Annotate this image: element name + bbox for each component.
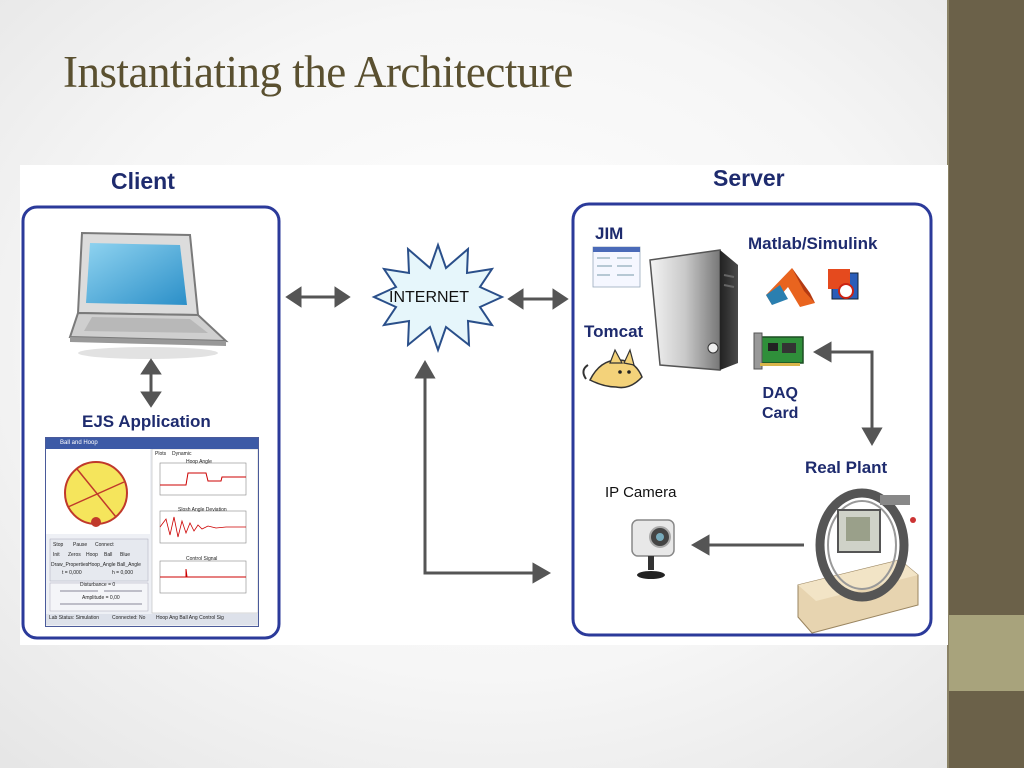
ejs-button-stop[interactable]: Stop — [53, 542, 64, 548]
ejs-button-pause[interactable]: Pause — [73, 542, 88, 548]
ejs-button-ball[interactable]: Ball — [104, 552, 113, 558]
ejs-button-connect[interactable]: Connect — [95, 542, 114, 548]
jim-label: JIM — [595, 224, 624, 243]
ejs-button-zeros[interactable]: Zeros — [68, 552, 81, 558]
architecture-diagram: Client Server EJS Application INTERNET J… — [20, 165, 948, 645]
slide-title: Instantiating the Architecture — [63, 47, 573, 97]
arrow-internet-camera — [414, 359, 552, 584]
ejs-button-hoop[interactable]: Hoop — [86, 552, 98, 558]
arrow-plant-camera — [690, 534, 804, 556]
ejs-param-t: t = 0,000 — [62, 570, 82, 576]
ejs-window-content — [46, 449, 258, 625]
arrow-daq-plant — [812, 341, 883, 447]
ejs-button-init[interactable]: Init — [53, 552, 60, 558]
internet-label: INTERNET — [389, 289, 469, 306]
server-tower-icon — [649, 249, 738, 371]
ip-camera-icon — [631, 519, 675, 579]
server-title: Server — [713, 165, 785, 191]
ejs-param-tab-draw[interactable]: Draw_Properties — [51, 562, 89, 568]
arrow-client-internet — [285, 286, 351, 308]
side-accent-block — [947, 615, 1024, 691]
ejs-status-lab: Lab Status: Simulation — [49, 615, 100, 621]
ejs-param-amplitude: Amplitude = 0,00 — [82, 595, 120, 601]
daq-card-label: DAQ Card — [762, 385, 799, 422]
ejs-plot-title-hoop: Hoop Angle — [186, 459, 212, 465]
ejs-application-window: Ball and Hoop Plots Dynamic Hoop Angle S… — [45, 437, 259, 627]
tomcat-icon — [582, 348, 643, 389]
arrow-internet-server — [507, 288, 569, 310]
ejs-param-tab-ball[interactable]: Ball_Angle — [117, 562, 141, 568]
tomcat-label: Tomcat — [584, 322, 644, 341]
daq-card-icon — [753, 332, 804, 370]
ejs-param-disturbance: Disturbance = 0 — [80, 582, 116, 588]
arrow-laptop-ejs — [140, 358, 162, 408]
simulink-icon — [828, 269, 859, 300]
real-plant-icon — [797, 488, 919, 634]
side-divider — [947, 0, 949, 768]
ejs-tab-dynamic[interactable]: Dynamic — [172, 451, 192, 457]
ejs-application-label: EJS Application — [82, 412, 211, 431]
ejs-button-blue[interactable]: Blue — [120, 552, 131, 558]
real-plant-label: Real Plant — [805, 458, 888, 477]
ejs-status-series: Hoop Ang Ball Ang Control Sig — [156, 615, 224, 621]
client-title: Client — [111, 168, 175, 194]
ejs-plot-title-slosh: Slosh Angle Deviation — [178, 507, 227, 513]
ejs-param-tab-hoop[interactable]: Hoop_Angle — [88, 562, 116, 568]
internet-burst — [371, 241, 505, 354]
ip-camera-label: IP Camera — [605, 484, 677, 501]
matlab-icon — [766, 268, 815, 307]
ejs-status-connected: Connected: No — [112, 615, 146, 621]
ejs-param-h: h = 0,000 — [112, 570, 133, 576]
ejs-window-titlebar: Ball and Hoop — [46, 438, 258, 449]
matlab-simulink-label: Matlab/Simulink — [748, 234, 878, 253]
jim-window-icon — [592, 246, 641, 288]
ejs-tab-plots[interactable]: Plots — [155, 451, 167, 457]
laptop-icon — [68, 231, 229, 359]
ejs-plot-title-control: Control Signal — [186, 556, 218, 562]
